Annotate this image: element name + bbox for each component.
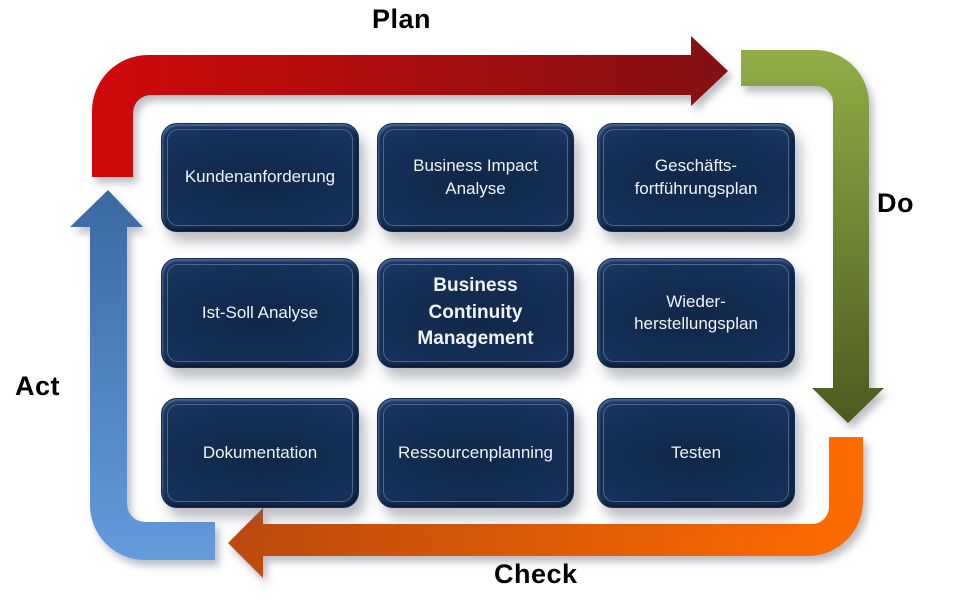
- do-arrow: [741, 50, 884, 423]
- plan-arrow: [92, 36, 728, 177]
- box-label: Ist-Soll Analyse: [201, 302, 319, 322]
- box-label: Kundenanforderung: [184, 167, 336, 187]
- check-label: Check: [494, 559, 578, 589]
- box-label: Dokumentation: [202, 442, 318, 462]
- box-business-impact-analyse: Business Impact Analyse: [377, 123, 574, 232]
- box-dokumentation: Dokumentation: [161, 398, 359, 508]
- box-geschaeftsfortfuehrungsplan: Geschäfts- fortführungsplan: [597, 123, 795, 232]
- plan-label: Plan: [372, 4, 432, 34]
- act-label: Act: [15, 371, 61, 401]
- box-label: Business Impact Analyse: [413, 156, 538, 198]
- box-label: Business Continuity Management: [417, 275, 534, 350]
- act-arrow: [70, 190, 215, 560]
- box-label: Testen: [670, 442, 722, 462]
- box-kundenanforderung: Kundenanforderung: [161, 123, 359, 232]
- do-label: Do: [877, 188, 914, 218]
- box-wiederherstellungsplan: Wieder- herstellungsplan: [597, 258, 795, 368]
- box-label: Wieder- herstellungsplan: [634, 291, 758, 333]
- check-arrow: [228, 437, 863, 578]
- box-label: Ressourcenplanning: [398, 442, 553, 462]
- box-ressourcenplanning: Ressourcenplanning: [377, 398, 574, 508]
- box-testen: Testen: [597, 398, 795, 508]
- box-label: Geschäfts- fortführungsplan: [634, 156, 758, 198]
- box-ist-soll-analyse: Ist-Soll Analyse: [161, 258, 359, 368]
- box-business-continuity-management: Business Continuity Management: [377, 258, 574, 368]
